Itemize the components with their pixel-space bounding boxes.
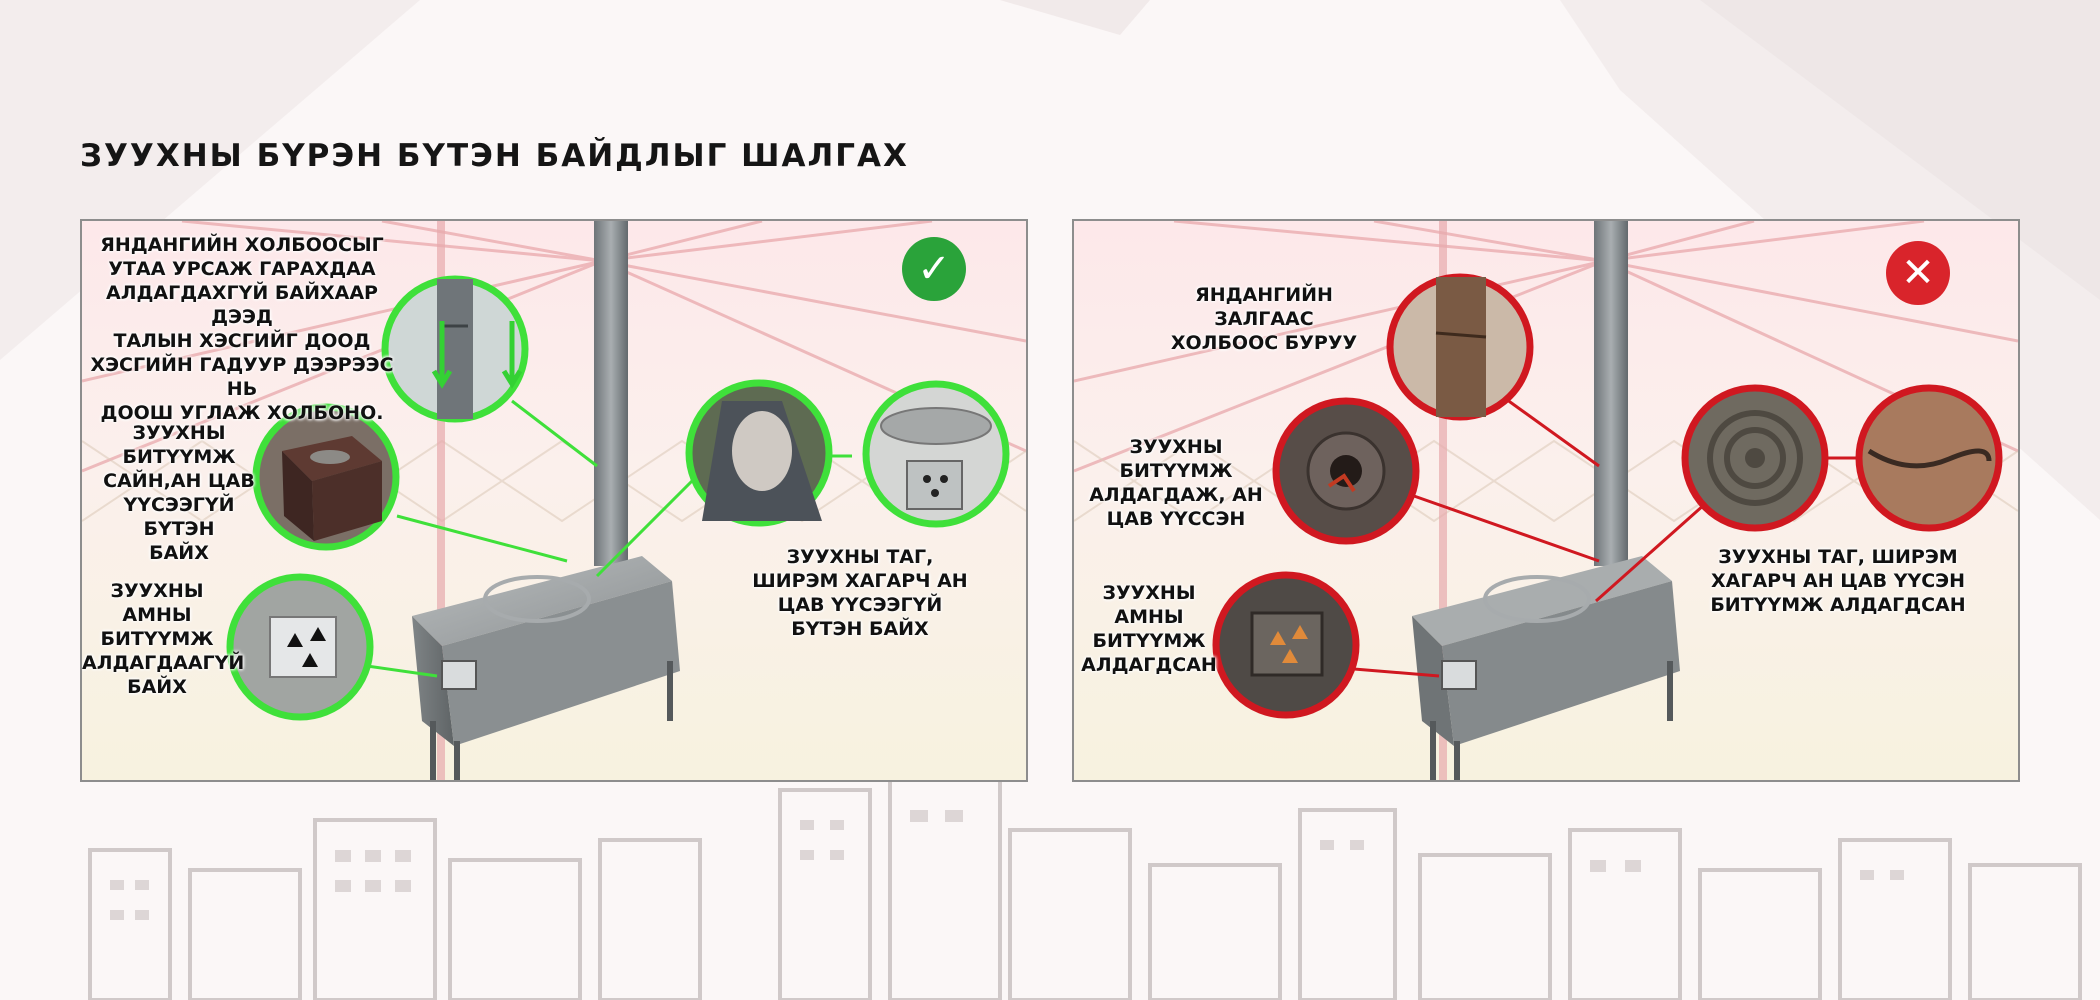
wrong-stove-panel: ✕ ЯНДАНГИЙН ЗАЛГААС ХОЛБООС БУРУУ ЗУУХНЫ… (1072, 219, 2020, 782)
stove-seal-caption: ЗУУХНЫ БИТҮҮМЖ САЙН,АН ЦАВ ҮҮСЭЭГҮЙ БҮТЭ… (103, 422, 255, 564)
wrong-lid-plate-closeup (1681, 384, 1829, 532)
lid-plate-caption: ЗУУХНЫ ТАГ, ШИРЭМ ХАГАРЧ АН ЦАВ ҮҮСЭЭГҮЙ… (752, 546, 968, 640)
wrong-stove-illustration (1074, 221, 2018, 780)
wrong-stove-seal-caption: ЗУУХНЫ БИТҮҮМЖ АЛДАГДАЖ, АН ЦАВ ҮҮССЭН (1089, 436, 1263, 530)
lid-door-closeup (862, 380, 1010, 528)
wrong-chimney-joint-closeup (1386, 273, 1534, 421)
wrong-chimney-joint-caption: ЯНДАНГИЙН ЗАЛГААС ХОЛБООС БУРУУ (1170, 284, 1358, 354)
page-title: ЗУУХНЫ БҮРЭН БҮТЭН БАЙДЛЫГ ШАЛГАХ (80, 138, 909, 174)
wrong-lid-crack-closeup (1855, 384, 2003, 532)
check-icon: ✓ (902, 237, 966, 301)
wrong-stove-seal-closeup (1272, 397, 1420, 545)
wrong-lid-plate-caption: ЗУУХНЫ ТАГ, ШИРЭМ ХАГАРЧ АН ЦАВ ҮҮСЭН БИ… (1710, 546, 1966, 616)
correct-stove-illustration (82, 221, 1026, 780)
correct-stove-panel: ✓ ЯНДАНГИЙН ХОЛБООСЫГ УТАА УРСАЖ ГАРАХДА… (80, 219, 1028, 782)
chimney-joint-closeup (381, 275, 529, 423)
door-seal-closeup (226, 573, 374, 721)
lid-plate-closeup (685, 379, 833, 527)
wrong-door-seal-closeup (1212, 571, 1360, 719)
chimney-joint-caption: ЯНДАНГИЙН ХОЛБООСЫГ УТАА УРСАЖ ГАРАХДАА … (90, 234, 394, 424)
door-seal-caption: ЗУУХНЫ АМНЫ БИТҮҮМЖ АЛДАГДААГҮЙ БАЙХ (82, 580, 245, 698)
wrong-door-seal-caption: ЗУУХНЫ АМНЫ БИТҮҮМЖ АЛДАГДСАН (1081, 582, 1217, 676)
city-skyline-background (88, 778, 2082, 1000)
stove-seal-closeup (252, 403, 400, 551)
close-icon: ✕ (1886, 241, 1950, 305)
